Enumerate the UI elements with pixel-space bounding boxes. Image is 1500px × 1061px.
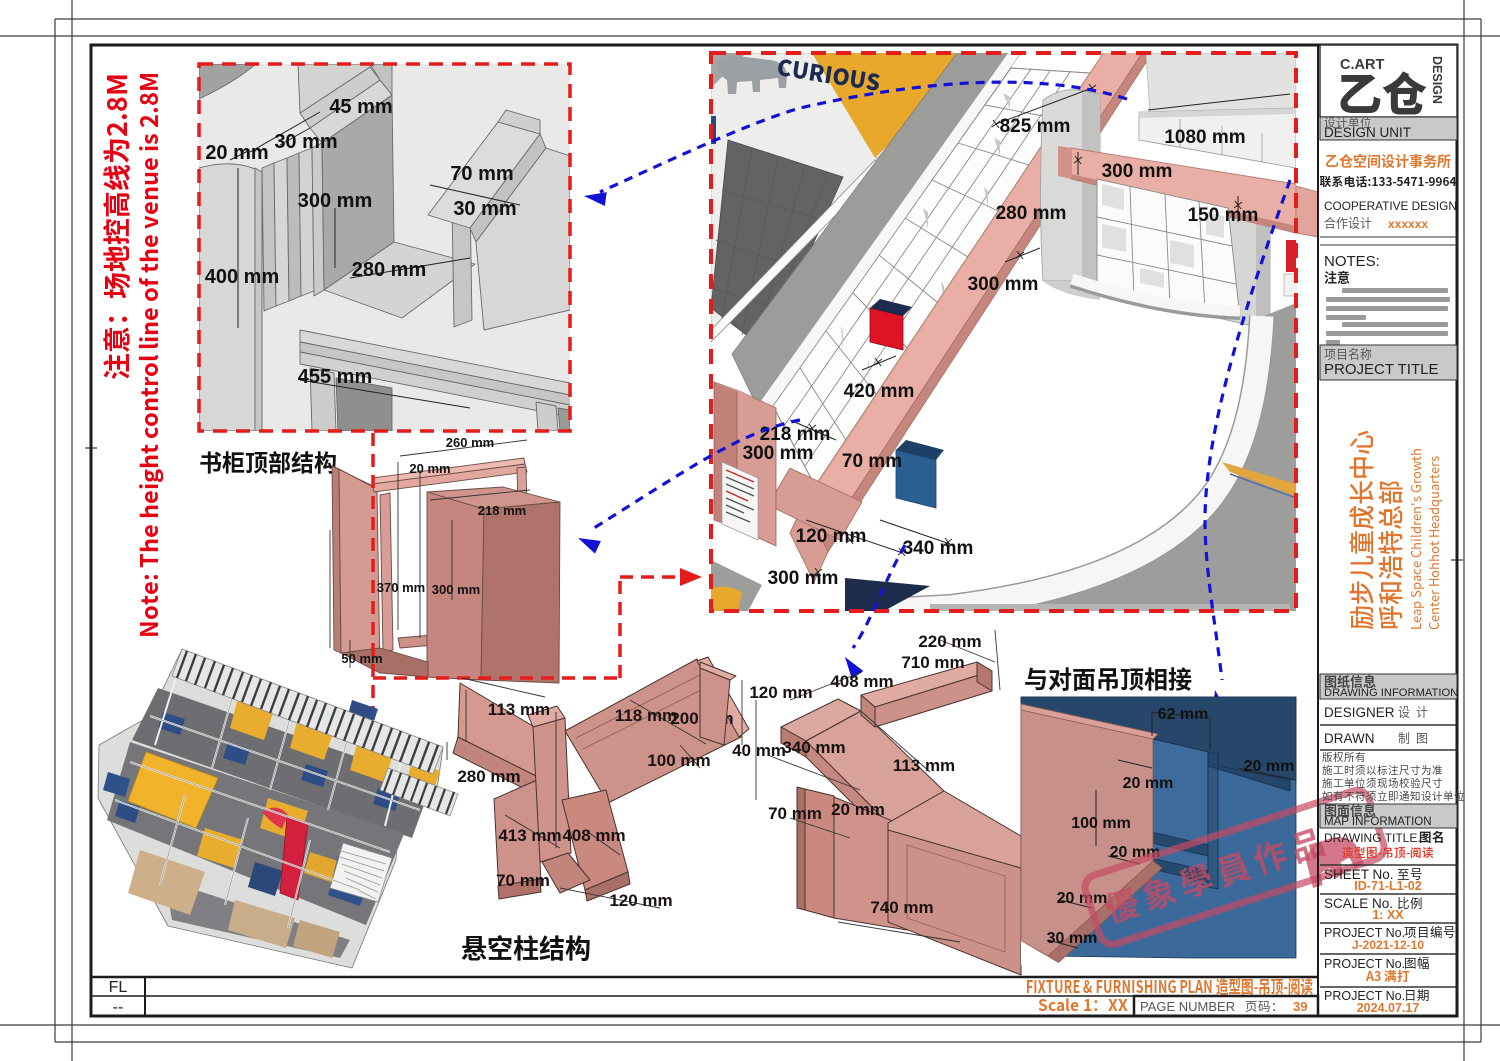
svg-text:FL: FL [109,979,128,996]
svg-text:70 mm: 70 mm [450,163,513,185]
svg-text:39: 39 [1293,999,1307,1014]
svg-text:413 mm: 413 mm [498,826,561,845]
svg-text:DESIGNER: DESIGNER [1324,705,1395,720]
svg-text:C.ART: C.ART [1340,57,1384,73]
svg-text:20 mm: 20 mm [409,461,450,476]
svg-text:DRAWING TITLE.: DRAWING TITLE. [1324,831,1421,845]
svg-text:40 mm: 40 mm [732,741,786,760]
svg-text:45 mm: 45 mm [329,96,392,118]
svg-text:xxxxxx: xxxxxx [1388,217,1428,231]
svg-text:PROJECT No.: PROJECT No. [1324,957,1405,971]
svg-text:300 mm: 300 mm [432,582,480,597]
svg-text:300 mm: 300 mm [298,190,373,212]
svg-text:DESIGN: DESIGN [1430,56,1444,104]
svg-text:20 mm: 20 mm [831,800,885,819]
svg-text:118 mm: 118 mm [615,706,677,725]
svg-text:NOTES:: NOTES: [1324,253,1380,270]
svg-text:218 mm: 218 mm [478,503,526,518]
svg-text:20 mm: 20 mm [1244,758,1295,775]
svg-text:300 mm: 300 mm [768,568,839,589]
svg-text:300 mm: 300 mm [743,443,814,464]
svg-text:MAP INFORMATION: MAP INFORMATION [1324,816,1432,828]
svg-text:70 mm: 70 mm [842,451,902,472]
svg-text:DRAWN: DRAWN [1324,731,1375,746]
svg-text:--: -- [113,999,124,1016]
svg-text:740 mm: 740 mm [870,898,933,917]
svg-text:ID-71-L1-02: ID-71-L1-02 [1354,879,1421,893]
svg-text:J-2021-12-10: J-2021-12-10 [1352,938,1424,952]
svg-text:100 mm: 100 mm [647,751,710,770]
svg-text:370 mm: 370 mm [377,580,425,595]
svg-text:113 mm: 113 mm [488,700,550,719]
svg-text:300 mm: 300 mm [968,274,1039,295]
svg-text:20 mm: 20 mm [1123,775,1174,792]
svg-text:825 mm: 825 mm [1000,116,1071,137]
svg-text:PROJECT No.: PROJECT No. [1324,926,1405,940]
svg-text:100 mm: 100 mm [1071,815,1131,832]
svg-text:400 mm: 400 mm [205,266,280,288]
svg-text:120 mm: 120 mm [796,526,867,547]
svg-text:30 mm: 30 mm [453,198,516,220]
svg-text:150 mm: 150 mm [1188,205,1259,226]
svg-text:30 mm: 30 mm [1047,930,1098,947]
svg-text:50 mm: 50 mm [341,651,382,666]
svg-text:30 mm: 30 mm [274,131,337,153]
svg-text:340 mm: 340 mm [903,538,974,559]
svg-text:62 mm: 62 mm [1158,706,1209,723]
svg-text:408 mm: 408 mm [562,826,625,845]
svg-text:PAGE NUMBER: PAGE NUMBER [1140,999,1235,1014]
svg-text:2024.07.17: 2024.07.17 [1357,1001,1420,1015]
svg-text:COOPERATIVE DESIGN: COOPERATIVE DESIGN [1324,199,1457,213]
svg-text:SHEET No.: SHEET No. [1324,867,1394,882]
svg-text:113 mm: 113 mm [893,756,955,775]
svg-text:260 mm: 260 mm [446,435,494,450]
svg-text:DESIGN UNIT: DESIGN UNIT [1324,125,1411,140]
svg-text:220 mm: 220 mm [918,632,981,651]
svg-text:300 mm: 300 mm [1102,161,1173,182]
svg-text:120 mm: 120 mm [749,683,812,702]
svg-text:1080 mm: 1080 mm [1164,127,1245,148]
svg-text:408 mm: 408 mm [830,672,893,691]
svg-text:420 mm: 420 mm [844,381,915,402]
svg-text:280 mm: 280 mm [996,203,1067,224]
svg-text:710 mm: 710 mm [901,653,964,672]
svg-text:280 mm: 280 mm [352,259,427,281]
svg-text:PROJECT TITLE: PROJECT TITLE [1324,361,1438,378]
svg-text:1: XX: 1: XX [1372,908,1404,922]
svg-text:340 mm: 340 mm [782,738,845,757]
svg-text:455 mm: 455 mm [298,366,373,388]
svg-text:70 mm: 70 mm [768,804,822,823]
svg-text:70 mm: 70 mm [496,871,550,890]
svg-text:120 mm: 120 mm [609,891,672,910]
svg-text:280 mm: 280 mm [457,767,520,786]
svg-text:DRAWING INFORMATION: DRAWING INFORMATION [1324,687,1458,699]
svg-text:218 mm: 218 mm [760,424,831,445]
svg-text:SCALE No.: SCALE No. [1324,896,1393,911]
svg-text:20 mm: 20 mm [1057,890,1108,907]
svg-text:20 mm: 20 mm [205,142,268,164]
svg-text:PROJECT No.: PROJECT No. [1324,989,1405,1003]
